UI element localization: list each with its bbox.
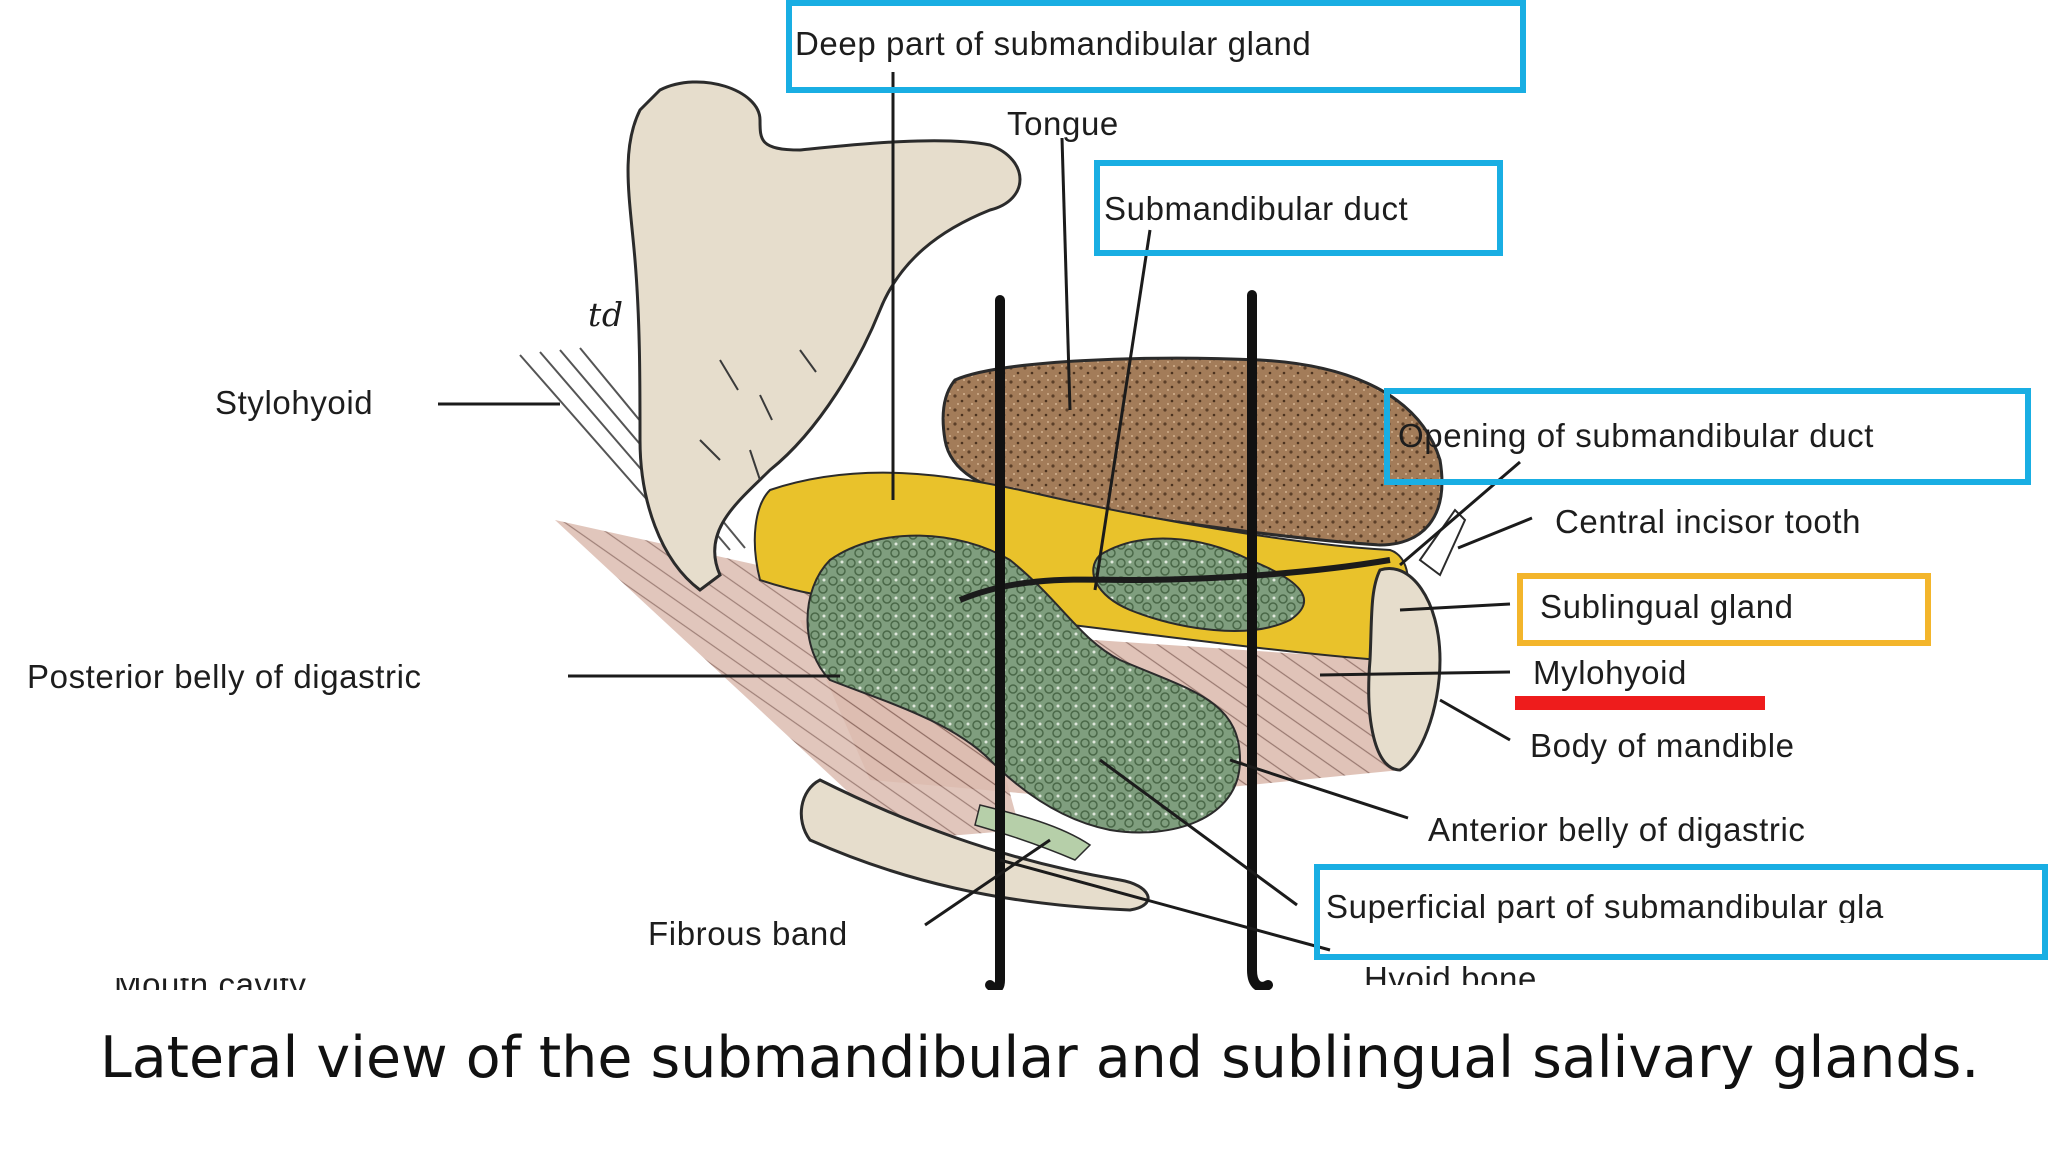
label-submandibular-duct: Submandibular duct — [1104, 190, 1409, 227]
highlight-box-submandibular-duct — [1094, 160, 1503, 256]
mylohyoid-underline — [1515, 696, 1765, 710]
mandible-ramus-shape — [626, 80, 1022, 592]
label-mylohyoid: Mylohyoid — [1533, 654, 1687, 691]
label-posterior-belly: Posterior belly of digastric — [27, 658, 422, 695]
label-sublingual-gland: Sublingual gland — [1540, 588, 1794, 625]
tongue-shape — [941, 356, 1444, 547]
bone-texture-marks — [699, 349, 817, 481]
label-cut-text: Mouth cavity — [114, 978, 306, 990]
highlight-box-superficial-part — [1314, 864, 2048, 960]
label-tongue: Tongue — [1007, 105, 1119, 142]
highlight-box-deep-part — [786, 0, 1526, 93]
label-body-mandible: Body of mandible — [1530, 727, 1795, 764]
figure-caption: Lateral view of the submandibular and su… — [100, 1025, 1980, 1091]
label-opening-duct: Opening of submandibular duct — [1398, 417, 1875, 454]
highlight-box-opening-duct — [1384, 388, 2031, 485]
leader-lines — [438, 72, 1533, 952]
label-td: td — [588, 295, 624, 334]
label-superficial-part: Superficial part of submandibular gla — [1326, 890, 1884, 923]
label-central-incisor: Central incisor tooth — [1555, 503, 1862, 540]
duct-shape — [958, 557, 1391, 603]
label-fibrous-band: Fibrous band — [648, 915, 848, 952]
highlight-box-sublingual-gland — [1517, 573, 1931, 646]
label-hyoid-bone: Hyoid bone — [1364, 960, 1537, 985]
submandibular-gland-shape — [806, 534, 1242, 834]
label-deep-part: Deep part of submandibular gland — [795, 25, 1312, 62]
mandible-body-shape — [1367, 567, 1442, 772]
retractor-right — [1247, 290, 1273, 990]
label-stylohyoid: Stylohyoid — [215, 384, 374, 421]
label-anterior-belly: Anterior belly of digastric — [1428, 811, 1806, 848]
anatomy-diagram — [438, 72, 1533, 990]
label-hyoid-bone-clip: Hyoid bone — [1340, 960, 1640, 985]
label-cut-text-clip: Mouth cavity — [110, 978, 460, 990]
retractor-left — [985, 295, 1005, 990]
